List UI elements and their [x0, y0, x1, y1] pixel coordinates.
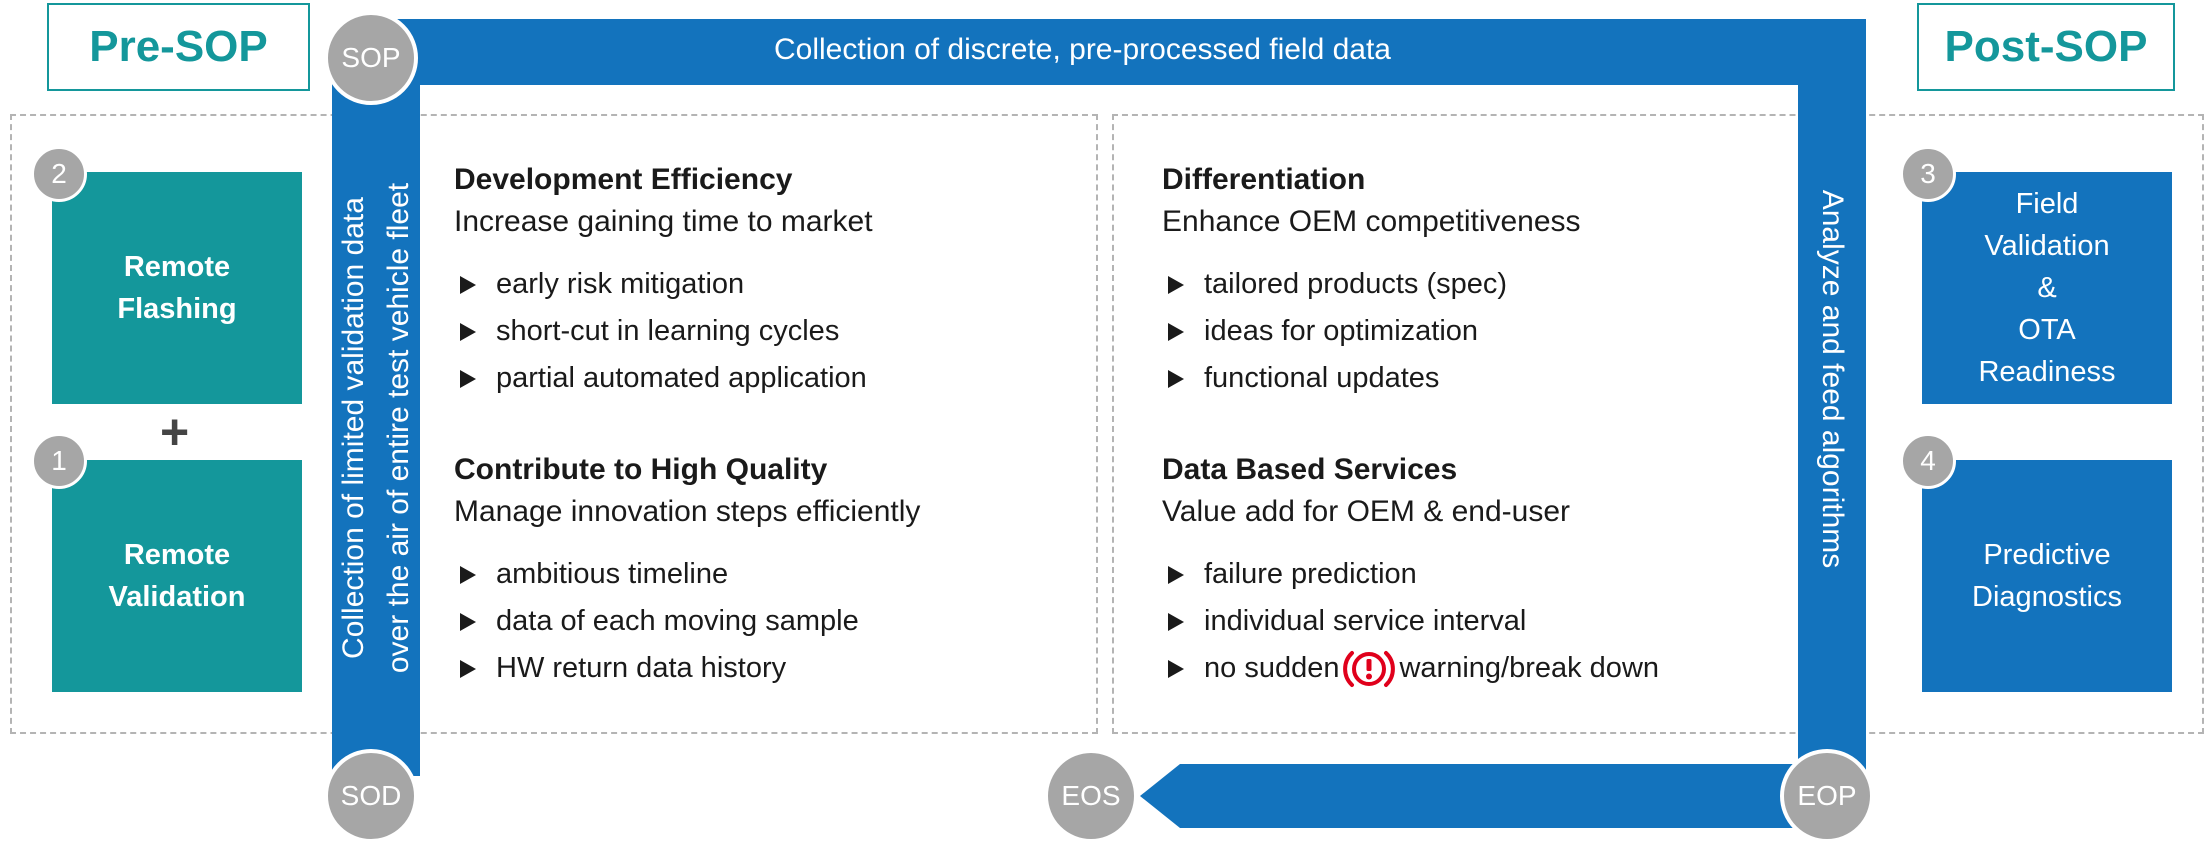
triangle-bullet-icon [1168, 612, 1184, 631]
list-item: early risk mitigation [460, 261, 867, 308]
top-track-bar [384, 19, 1866, 85]
differentiation-subtitle: Enhance OEM competitiveness [1162, 205, 1581, 238]
triangle-bullet-icon [460, 369, 476, 388]
predictive-diagnostics-label: Predictive Diagnostics [1972, 539, 2122, 613]
list-item: partial automated application [460, 355, 867, 402]
triangle-bullet-icon [460, 322, 476, 341]
number-badge-1: 1 [31, 433, 87, 489]
list-item: no sudden warning/break down [1168, 645, 1659, 692]
development-efficiency-subtitle: Increase gaining time to market [454, 205, 873, 238]
triangle-bullet-icon [460, 659, 476, 678]
pre-sop-label: Pre-SOP [47, 3, 310, 91]
remote-validation-box: Remote Validation [52, 460, 302, 692]
bullet-text: ambitious timeline [496, 558, 729, 590]
bullet-text: tailored products (spec) [1204, 268, 1508, 300]
list-item: ideas for optimization [1168, 308, 1507, 355]
triangle-bullet-icon [1168, 369, 1184, 388]
development-efficiency-list: early risk mitigation short-cut in learn… [460, 261, 867, 402]
list-item: individual service interval [1168, 598, 1659, 645]
bullet-text-pre: no sudden [1204, 652, 1340, 684]
bullet-text: ideas for optimization [1204, 315, 1479, 347]
list-item: functional updates [1168, 355, 1507, 402]
bullet-text: functional updates [1204, 362, 1440, 394]
right-track-bar [1798, 19, 1866, 771]
bullet-text: HW return data history [496, 652, 787, 684]
data-based-services-subtitle: Value add for OEM & end-user [1162, 495, 1570, 528]
high-quality-subtitle: Manage innovation steps efficiently [454, 495, 921, 528]
left-track-bar [332, 80, 420, 776]
differentiation-list: tailored products (spec) ideas for optim… [1168, 261, 1507, 402]
left-track-text-line2: over the air of entire test vehicle flee… [382, 182, 415, 674]
number-badge-3: 3 [1900, 146, 1956, 202]
number-badge-4: 4 [1900, 433, 1956, 489]
list-item: data of each moving sample [460, 598, 859, 645]
eos-arrow [1140, 764, 1840, 828]
remote-flashing-label: Remote Flashing [117, 251, 237, 325]
bullet-text: individual service interval [1204, 605, 1527, 637]
bullet-text: short-cut in learning cycles [496, 315, 840, 347]
list-item: ambitious timeline [460, 551, 859, 598]
list-item: tailored products (spec) [1168, 261, 1507, 308]
milestone-eos: EOS [1044, 749, 1138, 843]
milestone-sod: SOD [324, 749, 418, 843]
triangle-bullet-icon [460, 565, 476, 584]
list-item: HW return data history [460, 645, 859, 692]
development-efficiency-title: Development Efficiency [454, 163, 793, 196]
remote-flashing-box: Remote Flashing [52, 172, 302, 404]
post-sop-label: Post-SOP [1917, 3, 2175, 91]
triangle-bullet-icon [1168, 659, 1184, 678]
warning-exclamation-icon [1343, 650, 1396, 687]
triangle-bullet-icon [1168, 565, 1184, 584]
bullet-text-post: warning/break down [1399, 652, 1660, 684]
left-track-text: Collection of limited validation data ov… [331, 108, 421, 748]
list-item: failure prediction [1168, 551, 1659, 598]
high-quality-list: ambitious timeline data of each moving s… [460, 551, 859, 692]
differentiation-title: Differentiation [1162, 163, 1366, 196]
milestone-sop: SOP [324, 11, 418, 105]
bullet-text: partial automated application [496, 362, 867, 394]
milestone-eop: EOP [1780, 749, 1874, 843]
triangle-bullet-icon [1168, 322, 1184, 341]
number-badge-2: 2 [31, 146, 87, 202]
field-validation-box: Field Validation & OTA Readiness [1922, 172, 2172, 404]
triangle-bullet-icon [460, 275, 476, 294]
bullet-text: failure prediction [1204, 558, 1417, 590]
top-track-text: Collection of discrete, pre-processed fi… [774, 33, 1391, 66]
triangle-bullet-icon [460, 612, 476, 631]
field-validation-label: Field Validation & OTA Readiness [1978, 188, 2116, 388]
left-track-text-line1: Collection of limited validation data [337, 197, 370, 659]
data-based-services-title: Data Based Services [1162, 453, 1458, 486]
bullet-text: early risk mitigation [496, 268, 745, 300]
plus-icon: + [160, 404, 190, 460]
high-quality-title: Contribute to High Quality [454, 453, 828, 486]
triangle-bullet-icon [1168, 275, 1184, 294]
bullet-text: data of each moving sample [496, 605, 859, 637]
list-item: short-cut in learning cycles [460, 308, 867, 355]
data-based-services-list: failure prediction individual service in… [1168, 551, 1659, 692]
predictive-diagnostics-box: Predictive Diagnostics [1922, 460, 2172, 692]
right-track-text: Analyze and feed algorithms [1816, 189, 1849, 569]
remote-validation-label: Remote Validation [108, 539, 246, 613]
